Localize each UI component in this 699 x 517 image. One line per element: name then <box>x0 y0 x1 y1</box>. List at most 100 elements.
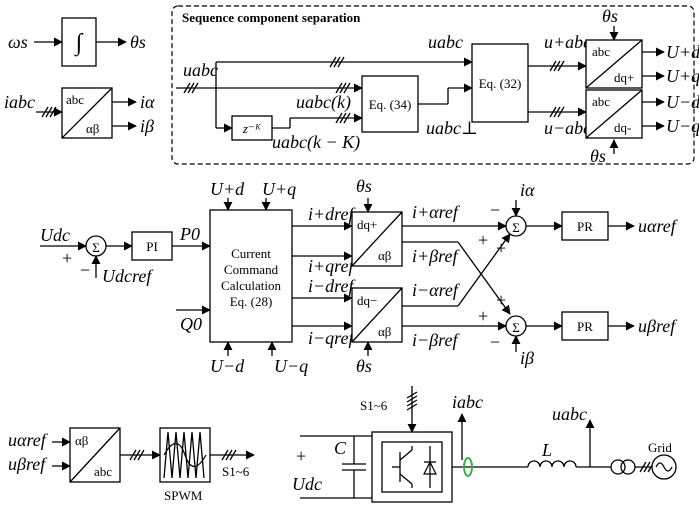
theta-s-label: θs <box>130 32 146 52</box>
eq34-box <box>361 75 419 133</box>
u-minus-label: u−abc <box>544 118 591 138</box>
i-beta-label: iβ <box>140 116 154 136</box>
iabc-label: iabc <box>4 92 35 112</box>
uq-minus-out: U−q <box>666 116 699 136</box>
idref-minus: i−dref <box>308 276 356 296</box>
minus-sign-udc: − <box>80 260 90 280</box>
pi-label: PI <box>146 239 158 254</box>
iqref-minus: i−qref <box>308 328 356 348</box>
cap-label: C <box>334 438 347 458</box>
sep-uabc-in: uabc <box>183 60 218 80</box>
udcref-label: Udcref <box>102 266 154 286</box>
neg-dq: dq- <box>614 120 631 135</box>
minus-alpha: − <box>490 200 500 220</box>
sigma-beta: Σ <box>512 320 520 335</box>
current-sensor-icon <box>463 457 473 477</box>
udc-label: Udc <box>40 225 70 245</box>
clarke-abc: abc <box>66 92 84 107</box>
i-alpha-label: iα <box>140 92 155 112</box>
ccc-uq-minus: U−q <box>274 356 308 376</box>
pwr-ubref: uβref <box>8 454 48 474</box>
inductor-label: L <box>541 440 552 460</box>
inv-top: αβ <box>75 433 89 448</box>
uabc-perp-label: uabc⊥ <box>426 118 478 138</box>
ud-minus-out: U−d <box>666 92 699 112</box>
separation-frame <box>171 5 695 165</box>
dqn-top: dq− <box>357 293 377 308</box>
ccc-ud-plus: U+d <box>210 179 245 199</box>
u-beta-ref: uβref <box>638 316 678 336</box>
iaref-minus: i−αref <box>412 280 461 300</box>
p0-label: P0 <box>179 224 200 244</box>
idref-plus: i+dref <box>308 204 356 224</box>
i-beta-fb: iβ <box>520 348 534 368</box>
dc-plus: + <box>296 446 306 466</box>
eq32-box <box>471 43 529 123</box>
sequence-separation-block: Sequence component separation uabc z⁻ᴷ u… <box>171 5 699 166</box>
ibref-plus: i+βref <box>412 246 460 266</box>
integral-symbol: ∫ <box>74 30 84 57</box>
pr-alpha-label: PR <box>577 219 593 234</box>
uabc-k-label: uabc(k) <box>296 92 351 113</box>
sep-theta-top: θs <box>602 6 618 26</box>
plus-sign-udc: + <box>62 248 72 268</box>
delay-label: z⁻ᴷ <box>242 121 262 136</box>
delay-box <box>231 115 273 141</box>
clarke-alphabeta: αβ <box>86 121 100 136</box>
uabc-k-K-label: uabc(k − K) <box>272 132 360 153</box>
gate-s16: S1~6 <box>360 398 388 413</box>
sigma-alpha: Σ <box>512 220 520 235</box>
ctrl-theta-bottom: θs <box>356 356 372 376</box>
spwm-s16: S1~6 <box>222 464 250 479</box>
spwm-label: SPWM <box>164 488 203 503</box>
ibref-minus: i−βref <box>412 330 460 350</box>
pwr-uabc: uabc <box>552 404 587 424</box>
plus-beta-1: + <box>496 290 506 310</box>
inductor-icon <box>527 460 577 468</box>
dc-udc: Udc <box>292 474 322 494</box>
ctrl-theta-top: θs <box>356 176 372 196</box>
pi-box <box>131 231 173 261</box>
eq34-label: Eq. (34) <box>369 97 412 112</box>
plus-alpha-1: + <box>478 230 488 250</box>
spwm-carrier-icon <box>163 431 205 479</box>
current-command-box <box>209 209 293 343</box>
u-plus-label: u+abc <box>544 32 591 52</box>
pr-alpha-box <box>561 211 609 241</box>
sep-theta-bottom: θs <box>590 146 606 166</box>
ccc-line-1: Current <box>231 246 271 261</box>
pr-beta-box <box>561 311 609 341</box>
ccc-line-2: Command <box>224 262 279 277</box>
uq-plus-out: U+q <box>666 66 699 86</box>
plus-alpha-2: + <box>496 238 506 258</box>
grid-label: Grid <box>648 440 672 455</box>
separation-title: Sequence component separation <box>182 10 361 25</box>
u-alpha-ref: uαref <box>638 216 679 236</box>
pos-dq: dq+ <box>614 70 634 85</box>
omega-s-label: ωs <box>8 32 28 52</box>
inv-bottom: abc <box>94 464 112 479</box>
pwr-uaref: uαref <box>8 430 49 450</box>
dqp-top: dq+ <box>357 217 377 232</box>
neg-abc: abc <box>592 94 610 109</box>
pr-beta-label: PR <box>577 319 593 334</box>
clarke-transform: iabc abc αβ iα iβ <box>4 87 155 139</box>
pwr-iabc: iabc <box>452 392 483 412</box>
pos-abc: abc <box>592 44 610 59</box>
power-stage: uαref uβref αβ abc SPWM S1~6 S1~6 + Udc … <box>8 386 677 503</box>
dqn-bottom: αβ <box>378 324 392 339</box>
i-alpha-fb: iα <box>520 180 535 200</box>
uabc-top-label: uabc <box>428 32 463 52</box>
integrator-block: ωs ∫ θs <box>8 17 146 67</box>
ud-plus-out: U+d <box>666 42 699 62</box>
iaref-plus: i+αref <box>412 202 461 222</box>
current-control-block: Udc + Σ − Udcref PI P0 Q0 Current Comman… <box>40 176 679 376</box>
plus-beta-2: + <box>478 306 488 326</box>
ccc-ud-minus: U−d <box>210 356 245 376</box>
ccc-uq-plus: U+q <box>262 179 296 199</box>
ccc-line-3: Calculation <box>221 278 281 293</box>
eq32-label: Eq. (32) <box>479 76 522 91</box>
iqref-plus: i+qref <box>308 256 356 276</box>
minus-beta: − <box>490 332 500 352</box>
